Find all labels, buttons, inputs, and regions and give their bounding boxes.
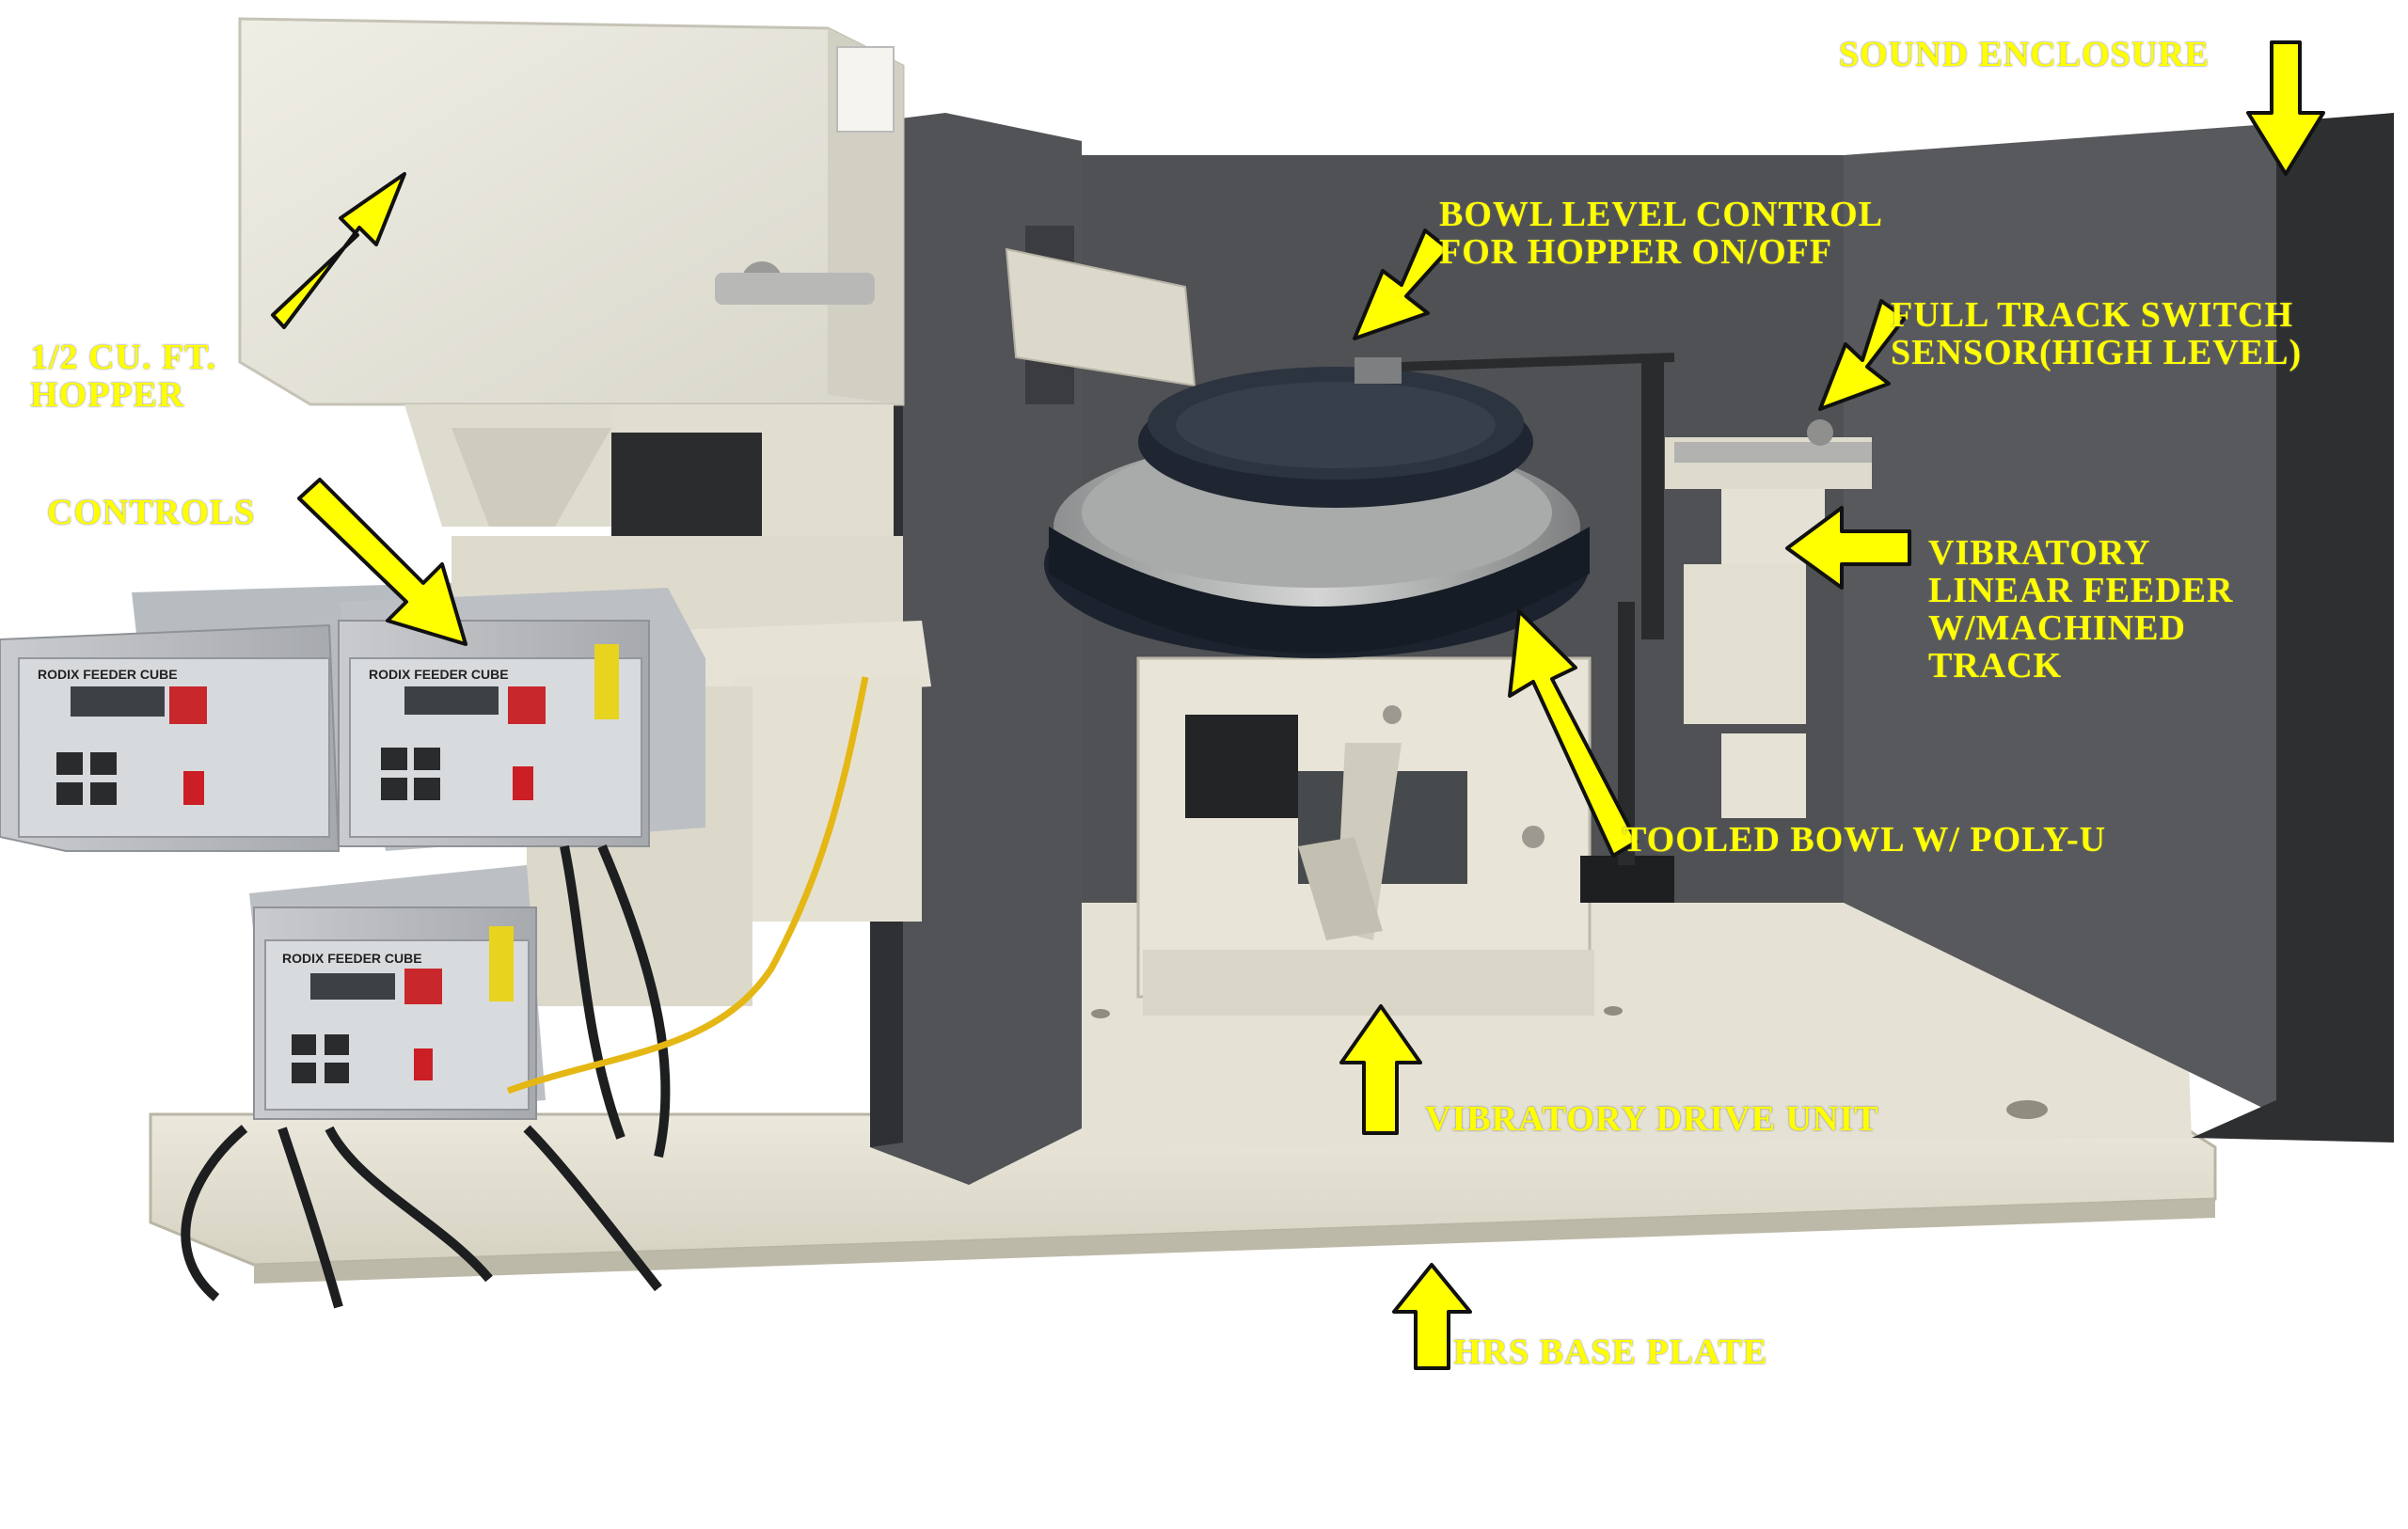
hopper-chute xyxy=(1005,247,1196,387)
controller-2-brand: RODIX FEEDER CUBE xyxy=(369,667,509,682)
label-hopper-line1: 1/2 CU. FT. xyxy=(30,338,217,377)
linear-feeder-arrow-icon xyxy=(1785,506,1911,590)
label-tooled-bowl: TOOLED BOWL W/ POLY-U xyxy=(1623,820,2107,859)
label-linear-feeder-line2: LINEAR FEEDER xyxy=(1928,571,2234,610)
controller-2: RODIX FEEDER CUBE xyxy=(338,588,705,851)
tooled-bowl xyxy=(1044,357,1590,658)
label-base-plate: HRS BASE PLATE xyxy=(1453,1332,1768,1372)
sound-enclosure-arrow-icon xyxy=(2246,40,2325,176)
label-bowl-level-line2: FOR HOPPER ON/OFF xyxy=(1439,232,1833,272)
controller-3: RODIX FEEDER CUBE xyxy=(249,865,546,1120)
label-linear-feeder-line4: TRACK xyxy=(1928,646,2063,686)
drive-unit-arrow-icon xyxy=(1339,1004,1422,1135)
label-linear-feeder: VIBRATORY LINEAR FEEDER W/MACHINED TRACK xyxy=(1928,534,2233,685)
hopper-arrow-icon xyxy=(271,172,406,329)
yellow-cable xyxy=(506,676,869,1095)
controller-1-brand: RODIX FEEDER CUBE xyxy=(38,667,178,682)
base-plate-arrow-icon xyxy=(1392,1263,1472,1370)
label-vibratory-drive-unit: VIBRATORY DRIVE UNIT xyxy=(1425,1099,1879,1139)
linear-feeder xyxy=(1665,419,1872,818)
full-track-arrow-icon xyxy=(1818,299,1907,411)
tooled-bowl-arrow-icon xyxy=(1508,609,1639,858)
vibratory-drive-unit xyxy=(1136,656,1594,1016)
label-sound-enclosure: SOUND ENCLOSURE xyxy=(1839,35,2210,74)
bowl-level-arrow-icon xyxy=(1353,229,1450,340)
annotation-arrows xyxy=(271,40,2325,1370)
label-full-track-line1: FULL TRACK SWITCH xyxy=(1891,295,2294,335)
label-linear-feeder-line3: W/MACHINED xyxy=(1928,608,2186,648)
label-linear-feeder-line1: VIBRATORY xyxy=(1928,533,2151,573)
label-bowl-level-control: BOWL LEVEL CONTROL FOR HOPPER ON/OFF xyxy=(1439,196,1883,271)
label-hopper-line2: HOPPER xyxy=(30,375,185,415)
label-hopper: 1/2 CU. FT. HOPPER xyxy=(30,339,216,414)
label-bowl-level-line1: BOWL LEVEL CONTROL xyxy=(1439,195,1884,234)
label-controls: CONTROLS xyxy=(47,493,256,532)
bowl-level-sensor xyxy=(1401,353,1675,903)
controls-arrow-icon xyxy=(297,478,467,646)
power-cables xyxy=(181,844,671,1309)
label-full-track-switch: FULL TRACK SWITCH SENSOR(HIGH LEVEL) xyxy=(1891,296,2302,371)
label-full-track-line2: SENSOR(HIGH LEVEL) xyxy=(1891,333,2303,372)
controller-3-brand: RODIX FEEDER CUBE xyxy=(282,951,422,966)
